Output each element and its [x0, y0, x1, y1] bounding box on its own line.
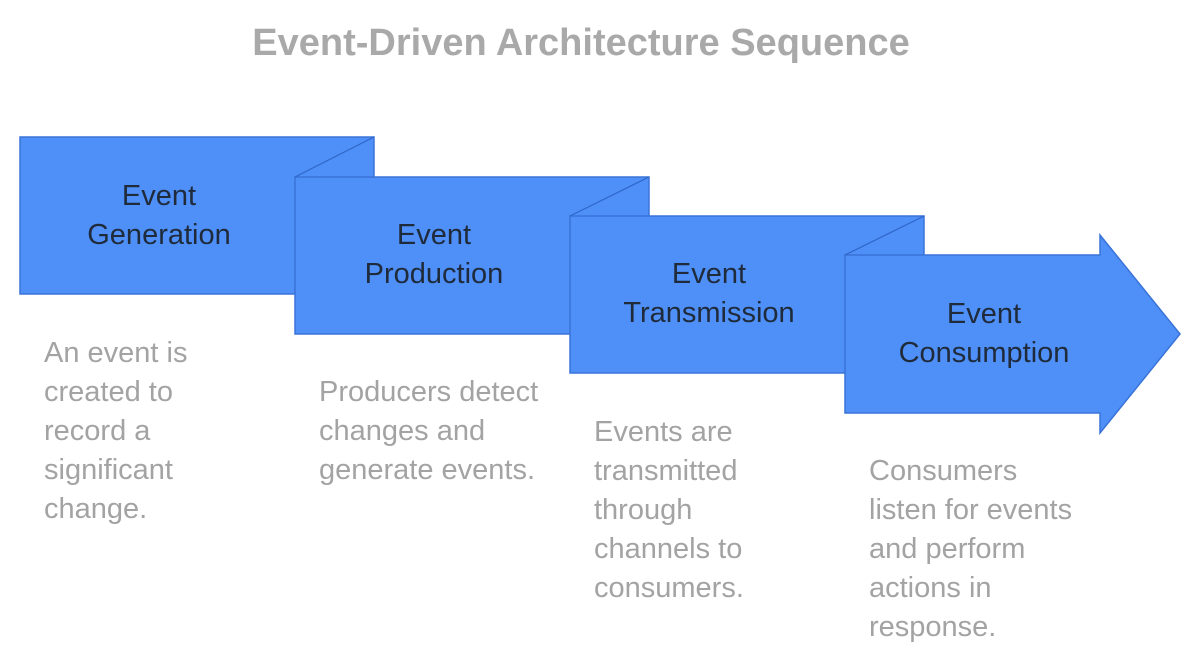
step-3-description-line: consumers.	[594, 572, 744, 604]
step-3-description: Events are transmitted through channels …	[594, 413, 834, 608]
step-4-description: Consumers listen for events and perform …	[869, 452, 1129, 647]
step-1-description-line: change.	[44, 493, 148, 525]
step-4-description-line: Consumers	[869, 455, 1018, 487]
step-3-description-line: Events are	[594, 416, 733, 448]
step-3-label-line1: Event	[671, 258, 747, 290]
step-2-label-line2: Production	[364, 258, 504, 290]
step-4-label: Event Consumption	[845, 295, 1123, 373]
step-3-description-line: through	[594, 494, 693, 526]
step-4-label-line1: Event	[946, 298, 1022, 330]
step-2-fold-line	[294, 136, 375, 178]
step-2-label-line1: Event	[396, 219, 472, 251]
step-2-description-line: Producers detect	[319, 376, 539, 408]
step-1-label-line1: Event	[121, 180, 197, 212]
step-4-description-line: listen for events	[869, 494, 1073, 526]
step-1-description-line: significant	[44, 454, 173, 486]
step-4-description-line: response.	[869, 611, 997, 643]
step-1-label: Event Generation	[20, 177, 298, 255]
step-1-label-line2: Generation	[87, 219, 231, 251]
step-4-arrow	[844, 232, 1181, 436]
step-2-label: Event Production	[295, 216, 573, 294]
step-1-description-line: An event is	[44, 337, 188, 369]
step-3-description-line: transmitted	[594, 455, 738, 487]
step-3-label: Event Transmission	[570, 255, 848, 333]
step-4-description-line: actions in	[869, 572, 992, 604]
step-1-description: An event is created to record a signific…	[44, 334, 284, 529]
step-2-description: Producers detect changes and generate ev…	[319, 373, 579, 490]
step-1-description-line: created to	[44, 376, 173, 408]
step-3-fold-line	[569, 176, 650, 217]
step-3-description-line: channels to	[594, 533, 743, 565]
step-3-label-line2: Transmission	[623, 297, 795, 329]
step-2-description-line: generate events.	[319, 454, 536, 486]
step-4-fold-line	[844, 215, 925, 256]
step-4-label-line2: Consumption	[898, 337, 1070, 369]
step-2-description-line: changes and	[319, 415, 486, 447]
diagram-title: Event-Driven Architecture Sequence	[252, 22, 910, 64]
step-4-description-line: and perform	[869, 533, 1026, 565]
step-1-description-line: record a	[44, 415, 151, 447]
